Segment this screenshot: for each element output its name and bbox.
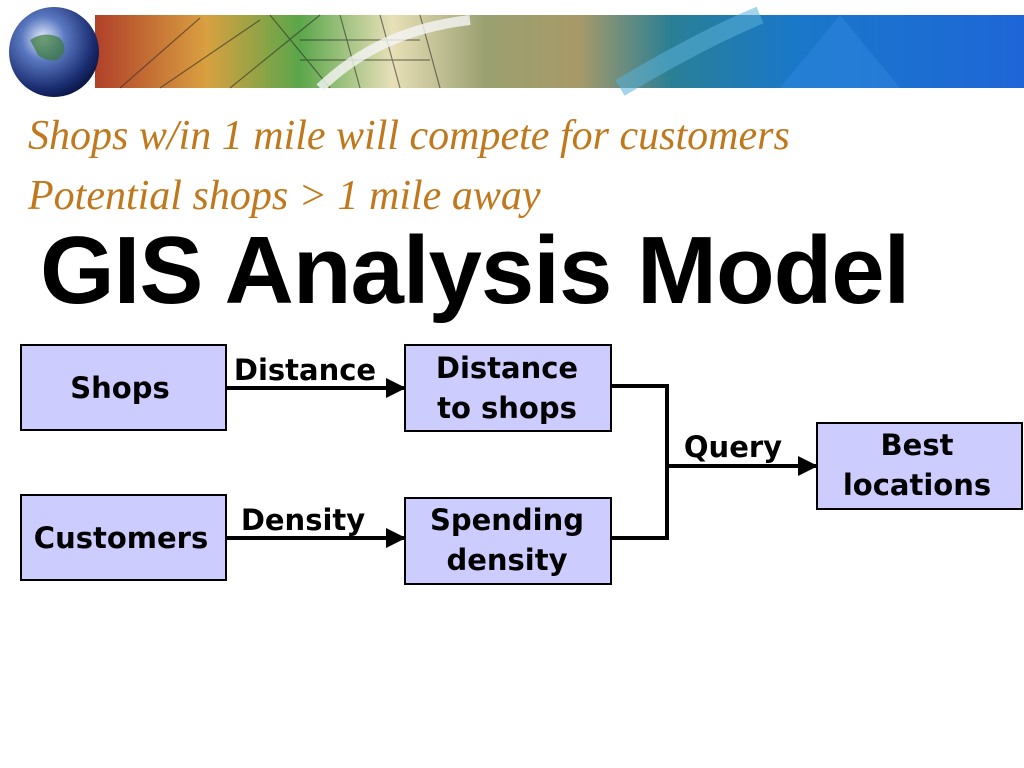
edge-label-distance: Distance [234,353,376,387]
node-best-locations-line-2: locations [843,468,991,502]
map-banner-image [9,6,1024,97]
node-shops-label: Shops [70,371,169,405]
subtitle-line-1: Shops w/in 1 mile will compete for custo… [28,113,790,159]
edge-label-query: Query [684,430,782,464]
node-customers-box [20,494,227,581]
node-spending-density-line-2: density [446,543,567,577]
merge-connector [612,384,669,540]
node-shops-box [20,344,227,431]
node-spending-density-box [404,497,612,585]
node-best-locations-box [816,422,1023,510]
node-distance-to-shops-line-1: Distance [436,351,578,385]
node-distance-to-shops: Distance to shops [404,344,612,432]
node-best-locations-line-1: Best [881,428,954,462]
node-distance-to-shops-line-2: to shops [437,391,577,425]
node-customers: Customers [20,494,227,581]
edge-label-density: Density [241,503,365,537]
subtitle-line-2: Potential shops > 1 mile away [28,173,541,219]
node-spending-density-line-1: Spending [430,503,584,537]
node-best-locations: Best locations [816,422,1023,510]
node-spending-density: Spending density [404,497,612,585]
node-shops: Shops [20,344,227,431]
slide-title: GIS Analysis Model [40,217,910,324]
node-distance-to-shops-box [404,344,612,432]
node-customers-label: Customers [34,521,208,555]
